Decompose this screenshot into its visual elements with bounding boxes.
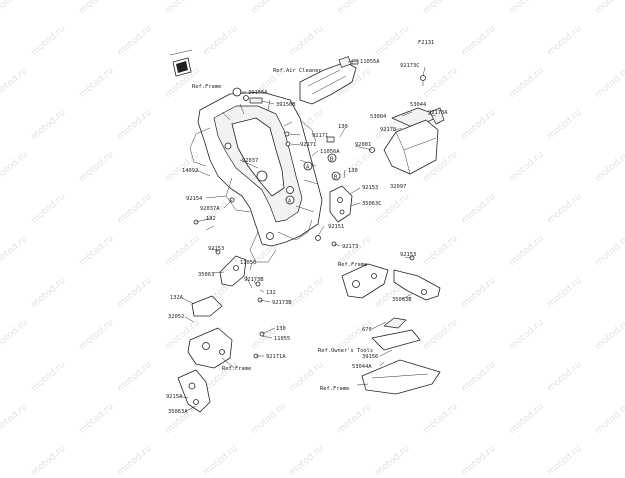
part-label: 670 (362, 327, 372, 333)
hardware-small-parts (232, 59, 426, 147)
air-cleaner-duct-drawing (299, 56, 357, 105)
parts-diagram: F2131 (166, 40, 448, 415)
leader-lines (177, 60, 437, 412)
part-label: 14092 (182, 168, 198, 174)
part-label: 132A (170, 295, 184, 301)
callout-a-upper: A (303, 161, 313, 171)
callout-b-upper: B (327, 153, 337, 163)
diagram-code: F2131 (418, 40, 434, 46)
part-label: 92173C (400, 63, 419, 69)
part-label: 92037 (242, 158, 258, 164)
part-label: 132 (206, 216, 216, 222)
part-label: 35063 (198, 272, 214, 278)
part-label: 35063B (392, 297, 411, 303)
ref-frame-bottom-right: Ref.Frame (320, 386, 349, 392)
part-label: 92173A (428, 110, 448, 116)
part-label: 92153 (362, 185, 378, 191)
ref-frame-top: Ref.Frame (192, 84, 221, 90)
part-label: 92153 (400, 252, 416, 258)
part-label: 53004 (370, 114, 386, 120)
callout-b-lower: B (331, 171, 341, 181)
bracket-35063c-drawing (329, 185, 353, 223)
part-label: 11055A (360, 59, 380, 65)
part-label: 92154 (186, 196, 202, 202)
part-label: 92001 (355, 142, 371, 148)
part-label: 130 (338, 124, 348, 130)
part-label: 92153 (166, 394, 182, 400)
part-label: 35063A (168, 409, 188, 415)
part-label: 92171 (300, 142, 316, 148)
ref-frame-right: Ref.Frame (338, 262, 367, 268)
part-label: 132 (266, 290, 276, 296)
ref-owners-tools: Ref.Owner's Tools (318, 348, 373, 354)
bracket-35063-drawing (219, 255, 253, 289)
part-label: 92037A (200, 206, 220, 212)
part-label: 35063C (362, 201, 381, 207)
part-label: 92173 (342, 244, 358, 250)
right-footrest-bracket-drawing (341, 263, 441, 301)
part-label: 11055 (274, 336, 290, 342)
battery-case-drawing (369, 107, 445, 175)
part-number-labels: 11055A 92173C 39156A 39156B 53044 92173A… (166, 59, 448, 415)
part-label: 92173B (244, 277, 263, 283)
part-label: 53044 (410, 102, 426, 108)
svg-text:A: A (288, 199, 292, 205)
ref-frame-bottom-left: Ref.Frame (222, 366, 251, 372)
part-label: 92171 (312, 133, 328, 139)
ref-air-cleaner: Ref.Air Cleaner (273, 68, 322, 74)
part-label: 11056A (320, 149, 340, 155)
callout-a-lower: A (285, 195, 295, 205)
part-label: 92171A (266, 354, 286, 360)
svg-text:A: A (306, 165, 310, 171)
part-label: 92173B (272, 300, 291, 306)
part-label: 39156 (362, 354, 378, 360)
part-label: 53044A (352, 364, 372, 370)
part-label: 11056 (240, 260, 256, 266)
part-label: 92153 (208, 246, 224, 252)
part-label: 32097 (390, 184, 406, 190)
part-label: 39156A (248, 90, 268, 96)
part-label: 39156B (276, 102, 295, 108)
main-frame-drawing (189, 91, 323, 263)
svg-text:B: B (334, 175, 337, 181)
part-label: 32052 (168, 314, 184, 320)
part-label: 130 (276, 326, 286, 332)
part-label: 130 (348, 168, 358, 174)
svg-text:B: B (330, 157, 333, 163)
part-label: 92151 (328, 224, 344, 230)
left-footrest-bracket-drawing (177, 295, 233, 413)
tool-tray-drawing (361, 317, 441, 395)
front-direction-icon (169, 49, 193, 77)
part-label: 92170 (380, 127, 396, 133)
